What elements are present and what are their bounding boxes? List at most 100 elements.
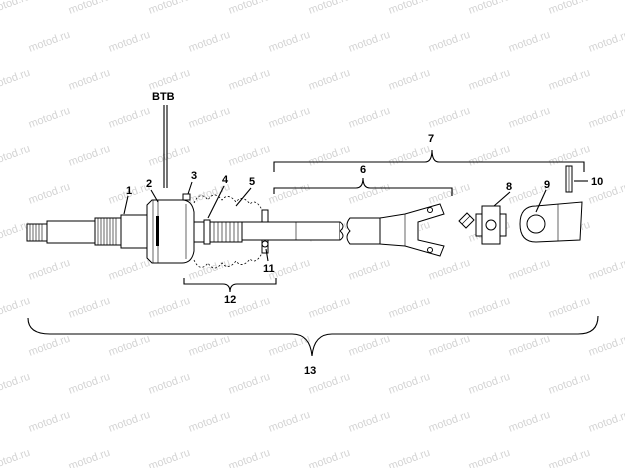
cv-joint-housing (146, 199, 195, 264)
watermark-text: motod.ru (347, 409, 392, 435)
watermark-text: motod.ru (147, 143, 192, 169)
watermark-text: motod.ru (547, 295, 592, 321)
watermark-text: motod.ru (0, 143, 32, 169)
part-labels: 1 2 3 4 5 6 7 8 9 10 11 12 13 (126, 133, 603, 377)
propeller-shaft (241, 203, 445, 257)
watermark-text: motod.ru (307, 295, 352, 321)
brackets (27, 149, 599, 357)
inner-shaft (193, 219, 243, 245)
watermark-text: motod.ru (0, 0, 32, 17)
watermark-text: motod.ru (67, 295, 112, 321)
watermark-text: motod.ru (427, 29, 472, 55)
watermark-text: motod.ru (547, 143, 592, 169)
watermark-text: motod.ru (307, 143, 352, 169)
watermark-text: motod.ru (27, 105, 72, 131)
watermark-text: motod.ru (427, 333, 472, 359)
watermark-text: motod.ru (67, 447, 112, 468)
cv-boot (193, 194, 263, 269)
watermark-text: motod.ru (147, 0, 192, 17)
watermark-text: motod.ru (387, 447, 432, 468)
watermark-text: motod.ru (347, 105, 392, 131)
watermark-text: motod.ru (0, 67, 32, 93)
watermark-text: motod.ru (547, 447, 592, 468)
watermark-text: motod.ru (107, 105, 152, 131)
watermark-text: motod.ru (467, 143, 512, 169)
watermark-text: motod.ru (0, 295, 32, 321)
part-label-9: 9 (544, 179, 550, 191)
watermark-text: motod.ru (67, 0, 112, 17)
watermark-text: motod.ru (547, 67, 592, 93)
part-label-8: 8 (506, 181, 512, 193)
watermark-text: motod.ru (467, 0, 512, 17)
part-label-13: 13 (304, 365, 316, 377)
watermark-text: motod.ru (427, 181, 472, 207)
watermark-text: motod.ru (147, 295, 192, 321)
watermark-text: motod.ru (467, 295, 512, 321)
part-label-2: 2 (146, 178, 152, 190)
watermark-text: motod.ru (27, 181, 72, 207)
grease-fitting (458, 212, 475, 229)
watermark-text: motod.ru (547, 371, 592, 397)
part-label-11: 11 (263, 263, 275, 275)
part-label-5: 5 (249, 176, 255, 188)
boot-clamp (182, 193, 191, 201)
watermark-text: motod.ru (387, 143, 432, 169)
watermark-text: motod.ru (67, 143, 112, 169)
flange-yoke (519, 201, 583, 243)
part-label-10: 10 (591, 176, 603, 188)
watermark-text: motod.ru (187, 409, 232, 435)
watermark-text: motod.ru (347, 181, 392, 207)
watermark-text: motod.ru (27, 409, 72, 435)
watermark-text: motod.ru (227, 67, 272, 93)
watermark-text: motod.ru (187, 333, 232, 359)
watermark-text: motod.ru (27, 257, 72, 283)
watermark-text: motod.ru (107, 333, 152, 359)
watermark-text: motod.ru (227, 371, 272, 397)
stub-shaft (26, 214, 148, 249)
part-label-1: 1 (126, 185, 132, 197)
watermark-text: motod.ru (387, 0, 432, 17)
watermark-text: motod.ru (67, 67, 112, 93)
watermark-text: motod.ru (587, 333, 625, 359)
watermark-text: motod.ru (387, 67, 432, 93)
watermark-text: motod.ru (547, 0, 592, 17)
watermark-text: motod.ru (347, 333, 392, 359)
watermark-text: motod.ru (187, 105, 232, 131)
watermark-text: motod.ru (587, 105, 625, 131)
btb-label: BTB (152, 91, 175, 103)
watermark-text: motod.ru (27, 29, 72, 55)
watermark-text: motod.ru (187, 257, 232, 283)
watermark-text: motod.ru (67, 371, 112, 397)
part-label-4: 4 (222, 174, 229, 186)
watermark-text: motod.ru (267, 333, 312, 359)
watermark-text: motod.ru (107, 409, 152, 435)
watermark-text: motod.ru (507, 257, 552, 283)
watermark-text: motod.ru (187, 29, 232, 55)
watermark-text: motod.ru (267, 409, 312, 435)
watermark-text: motod.ru (507, 333, 552, 359)
watermark-text: motod.ru (347, 257, 392, 283)
watermark-text: motod.ru (427, 105, 472, 131)
watermark-text: motod.ru (467, 371, 512, 397)
watermark-text: motod.ru (0, 447, 32, 468)
watermark-text: motod.ru (0, 371, 32, 397)
part-label-3: 3 (191, 170, 197, 182)
watermark-text: motod.ru (387, 295, 432, 321)
part-label-12: 12 (224, 294, 236, 306)
watermark-text: motod.ru (147, 447, 192, 468)
watermark-text: motod.ru (507, 105, 552, 131)
watermark-text: motod.ru (227, 143, 272, 169)
watermark-text: motod.ru (307, 67, 352, 93)
watermark-text: motod.ru (427, 257, 472, 283)
u-joint-cross (475, 205, 507, 245)
watermark-text: motod.ru (347, 29, 392, 55)
leader-lines (123, 180, 588, 262)
watermark-text: motod.ru (507, 409, 552, 435)
watermark-text: motod.ru (227, 0, 272, 17)
watermark-text: motod.ru (27, 333, 72, 359)
watermark-text: motod.ru (227, 447, 272, 468)
watermark-text: motod.ru (147, 67, 192, 93)
watermark-text: motod.ru (267, 105, 312, 131)
